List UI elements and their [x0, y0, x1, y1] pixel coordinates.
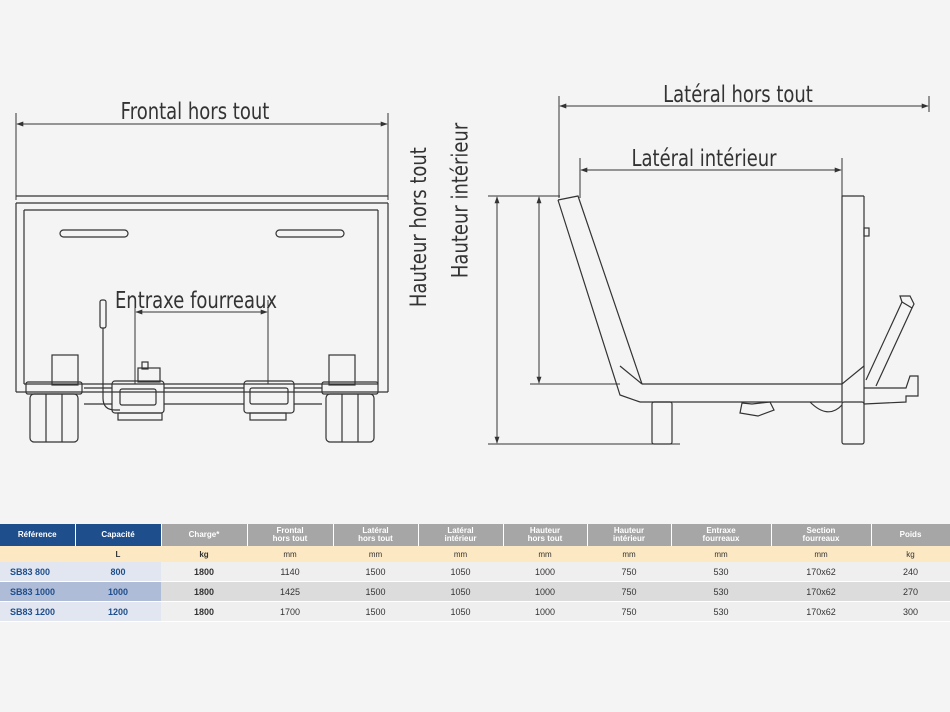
- table-cell: 1000: [75, 581, 161, 602]
- table-cell: 170x62: [771, 601, 871, 622]
- table-cell: 1800: [161, 581, 247, 602]
- column-header: Hauteur hors tout: [503, 524, 588, 546]
- table-cell: 1000: [503, 562, 587, 582]
- table-cell: 1050: [418, 601, 503, 622]
- unit-cell: mm: [771, 546, 871, 562]
- table-cell: SB83 1200: [0, 601, 75, 622]
- table-cell: 1000: [503, 601, 587, 622]
- table-cell: 1425: [247, 581, 333, 602]
- column-header: Charge*: [161, 524, 248, 546]
- table-cell: 1800: [161, 601, 247, 622]
- table-cell: 750: [587, 581, 671, 602]
- column-header: Capacité: [75, 524, 162, 546]
- table-cell: 170x62: [771, 581, 871, 602]
- column-header: Latéral intérieur: [418, 524, 504, 546]
- table-cell: SB83 1000: [0, 581, 75, 602]
- label-lateral-hors-tout: Latéral hors tout: [663, 81, 813, 108]
- side-view: [488, 96, 930, 445]
- unit-cell: kg: [161, 546, 247, 562]
- column-header: Référence: [0, 524, 76, 546]
- table-cell: 300: [871, 601, 950, 622]
- unit-cell: L: [75, 546, 161, 562]
- label-entraxe-fourreaux: Entraxe fourreaux: [115, 287, 277, 314]
- fork-sleeve-right: [243, 380, 295, 414]
- label-frontal-hors-tout: Frontal hors tout: [121, 98, 270, 125]
- column-header: Poids: [871, 524, 950, 546]
- unit-cell: mm: [418, 546, 503, 562]
- table-cell: 1200: [75, 601, 161, 622]
- table-cell: 530: [671, 562, 771, 582]
- front-view: [15, 113, 389, 443]
- table-cell: 1700: [247, 601, 333, 622]
- side-leg-front: [651, 401, 673, 445]
- table-cell: SB83 800: [0, 562, 75, 582]
- column-header: Latéral hors tout: [333, 524, 419, 546]
- unit-cell: mm: [247, 546, 333, 562]
- table-cell: 530: [671, 581, 771, 602]
- table-cell: 1800: [161, 562, 247, 582]
- table-cell: 270: [871, 581, 950, 602]
- label-hauteur-hors-tout: Hauteur hors tout: [405, 147, 431, 307]
- foot-right: [325, 393, 375, 443]
- handle-slot-right: [275, 229, 345, 238]
- table-cell: 1050: [418, 562, 503, 582]
- table-cell: 1500: [333, 562, 418, 582]
- foot-left: [29, 393, 79, 443]
- table-cell: 1000: [503, 581, 587, 602]
- table-cell: 240: [871, 562, 950, 582]
- table-cell: 1140: [247, 562, 333, 582]
- unit-cell: kg: [871, 546, 950, 562]
- technical-drawing: Frontal hors tout Entraxe fourreaux Laté…: [15, 81, 930, 445]
- unit-cell: [0, 546, 75, 562]
- unit-cell: mm: [333, 546, 418, 562]
- table-cell: 750: [587, 601, 671, 622]
- label-lateral-interieur: Latéral intérieur: [631, 145, 777, 172]
- table-cell: 170x62: [771, 562, 871, 582]
- table-cell: 530: [671, 601, 771, 622]
- table-cell: 1500: [333, 601, 418, 622]
- unit-cell: mm: [587, 546, 671, 562]
- table-cell: 1500: [333, 581, 418, 602]
- unit-cell: mm: [503, 546, 587, 562]
- side-leg-rear: [841, 401, 865, 445]
- unit-cell: mm: [671, 546, 771, 562]
- column-header: Hauteur intérieur: [587, 524, 672, 546]
- column-header: Section fourreaux: [771, 524, 872, 546]
- label-hauteur-interieur: Hauteur intérieur: [447, 122, 473, 278]
- column-header: Frontal hors tout: [247, 524, 334, 546]
- handle-slot-left: [59, 229, 129, 238]
- column-header: Entraxe fourreaux: [671, 524, 772, 546]
- table-cell: 800: [75, 562, 161, 582]
- table-cell: 1050: [418, 581, 503, 602]
- table-cell: 750: [587, 562, 671, 582]
